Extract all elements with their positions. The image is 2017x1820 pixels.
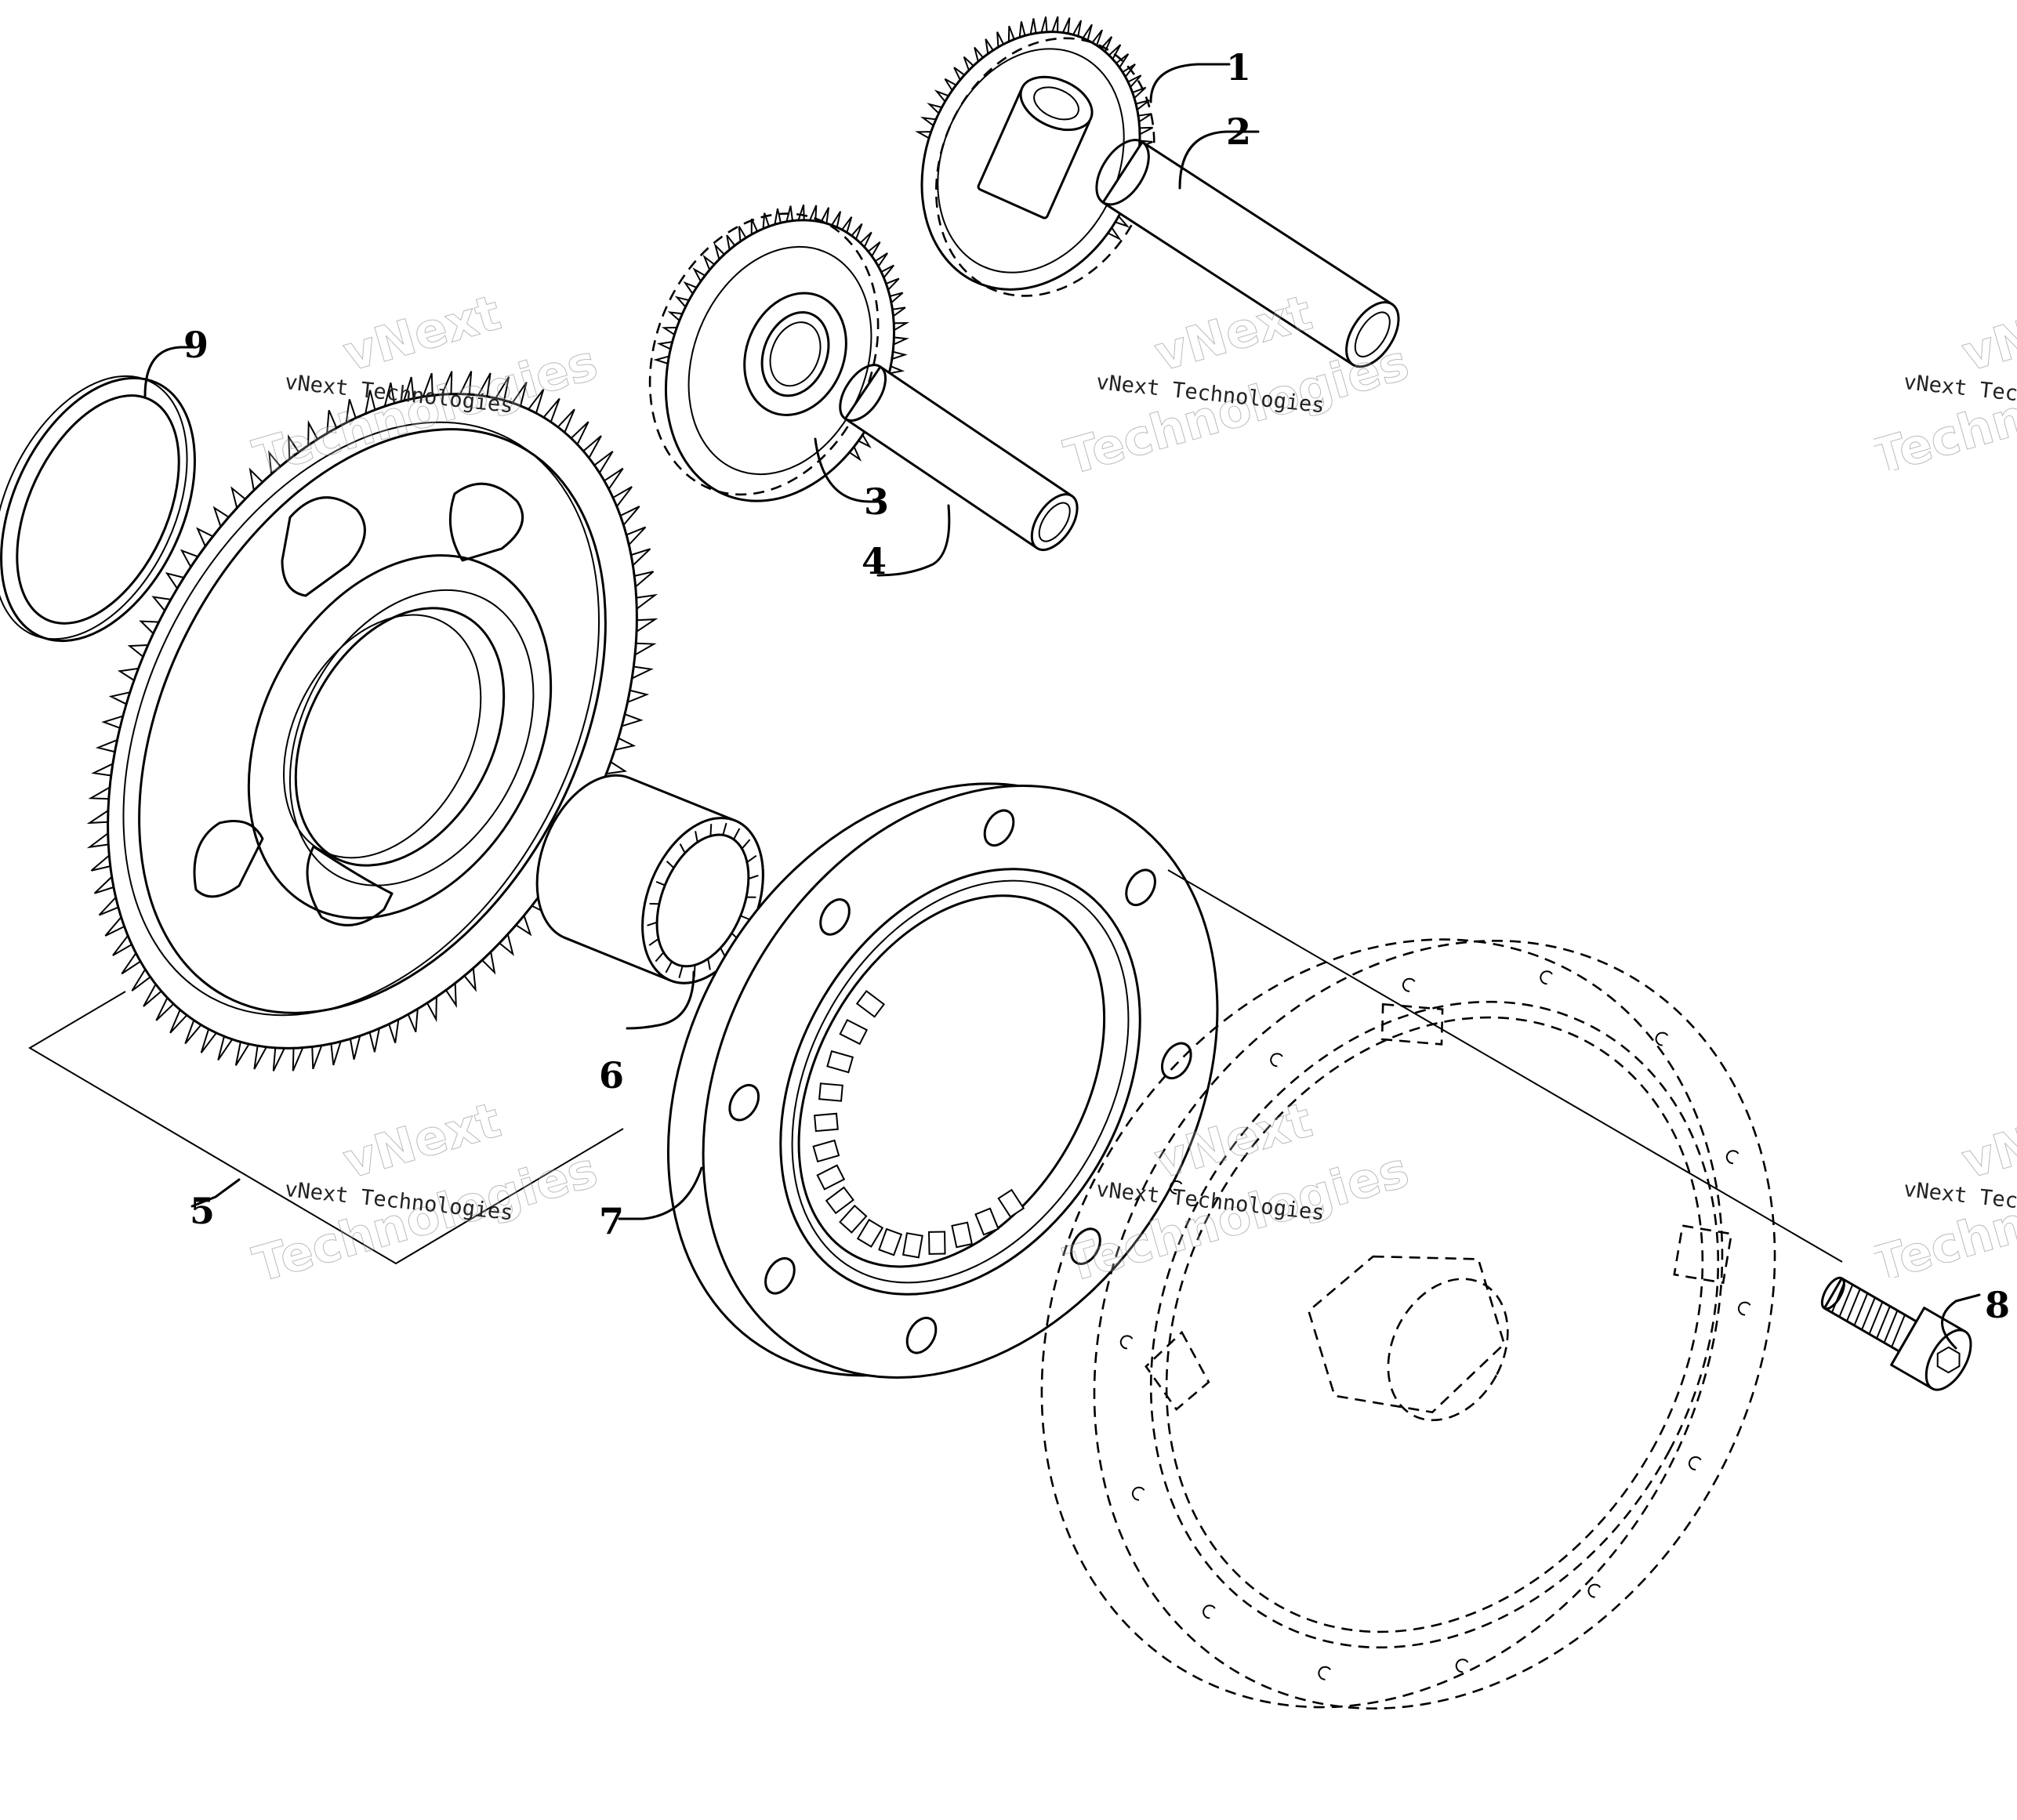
bearing-needle [709, 824, 713, 836]
flywheel-mark [1131, 1486, 1145, 1501]
flywheel-mark [1318, 1666, 1331, 1680]
bearing-needle [648, 937, 659, 946]
sprag [825, 1186, 854, 1215]
bearing-needle [707, 959, 711, 970]
bolt-thread [1876, 1306, 1891, 1339]
bearing-needle [733, 828, 741, 840]
bolt-hole [728, 1083, 760, 1122]
part-8-bolt [1820, 1276, 1972, 1391]
bolt-thread [1846, 1289, 1861, 1321]
flywheel-mark [1689, 1456, 1702, 1471]
flywheel-mark [1169, 1180, 1183, 1195]
bolt-thread [1883, 1310, 1899, 1343]
bolt-hole [905, 1316, 938, 1354]
sprag [818, 1082, 843, 1102]
part-7-clutch-housing [666, 782, 1219, 1379]
bearing-needle [655, 880, 666, 886]
bearing-needle [748, 874, 759, 880]
callout-2: 2 [1225, 111, 1252, 153]
flywheel-reference [1040, 938, 1776, 1710]
sprag [826, 1050, 854, 1074]
flywheel-mark [1203, 1604, 1216, 1619]
sprag [839, 1018, 869, 1046]
bolt-hole [1160, 1042, 1192, 1080]
part-2-shaft [1095, 139, 1400, 368]
sprag [814, 1112, 839, 1133]
sprag [816, 1164, 846, 1191]
sprag [812, 1139, 840, 1163]
bolt-thread [1868, 1301, 1884, 1335]
sprag [878, 1227, 903, 1256]
part-1-idle-gear [915, 16, 1155, 297]
bearing-needle [647, 921, 658, 926]
bolt-hole [819, 898, 851, 936]
callout-9: 9 [183, 324, 209, 366]
part-4-shaft [839, 364, 1079, 551]
bearing-needle [678, 966, 684, 978]
assembly-line [1167, 869, 1843, 1263]
sprag [855, 990, 886, 1018]
sprag [856, 1218, 884, 1248]
sprag [901, 1232, 923, 1259]
bearing-needle [740, 915, 750, 920]
flywheel-mark [1587, 1583, 1602, 1598]
bearing-needle [665, 961, 673, 973]
bearing-needle [722, 822, 727, 836]
bearing-needle [679, 843, 686, 854]
part-9-washer [0, 375, 196, 643]
callout-4: 4 [861, 540, 887, 582]
leader-lines [143, 63, 1981, 1350]
callout-6: 6 [598, 1054, 625, 1097]
bearing-needle [695, 831, 698, 843]
callout-7: 7 [598, 1200, 625, 1242]
bolt-hole [983, 809, 1015, 847]
bolt-hole [1070, 1227, 1101, 1265]
flywheel-mark [1119, 1335, 1134, 1350]
callout-1: 1 [1225, 46, 1252, 89]
sprag [928, 1231, 946, 1255]
flywheel-mark [1655, 1031, 1669, 1046]
bearing-needle [649, 903, 659, 905]
sprag [974, 1207, 999, 1236]
sprag [997, 1188, 1025, 1218]
flywheel-mark [1725, 1150, 1739, 1165]
sprag [951, 1221, 974, 1249]
part-3-idle-gear [648, 204, 910, 502]
callout-5: 5 [189, 1190, 216, 1232]
bolt-thread [1861, 1297, 1876, 1330]
bearing-needle [746, 854, 757, 863]
flywheel-mark [1270, 1053, 1283, 1068]
bearing-needle [741, 839, 751, 850]
flywheel-mark [1540, 970, 1553, 985]
bolt-thread [1838, 1284, 1854, 1318]
flywheel-mark [1455, 1659, 1469, 1673]
bolt-hole [764, 1256, 796, 1295]
bearing-needle [746, 896, 756, 898]
flywheel-mark [1737, 1301, 1751, 1316]
part-5-driven-gear [86, 371, 658, 1071]
bearing-needle [666, 860, 675, 868]
part-5-bracket [28, 991, 624, 1265]
flywheel-mark [1402, 977, 1416, 992]
bolt-thread [1853, 1292, 1869, 1326]
sprag [839, 1204, 868, 1234]
bearing-needle [655, 952, 665, 963]
callout-8: 8 [1984, 1284, 2011, 1326]
bolt-thread [1891, 1314, 1906, 1347]
callout-3: 3 [863, 480, 890, 523]
bolt-hole [1125, 868, 1156, 907]
